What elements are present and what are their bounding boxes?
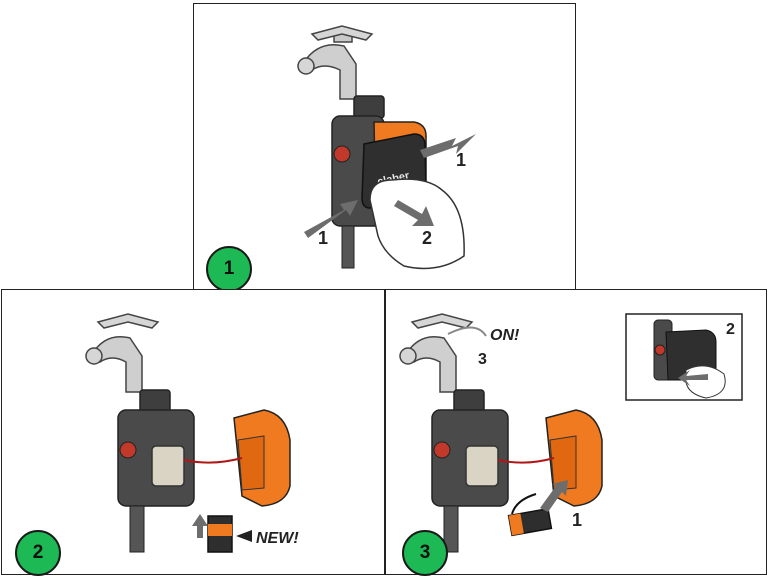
- callout-insert-battery: 1: [572, 510, 582, 530]
- panel-2-illustration: NEW!: [85, 313, 299, 553]
- callout-turn-on: 3: [478, 351, 487, 368]
- arrow-icon: [447, 326, 487, 337]
- callout-press-left: 1: [318, 228, 328, 248]
- arrow-icon: [192, 514, 208, 538]
- arrow-icon: [678, 370, 708, 386]
- timer-device-icon: [431, 409, 603, 553]
- callout-press-right: 1: [456, 150, 466, 170]
- step-panel-1: claber 1 1 2 1: [193, 3, 576, 292]
- step-panel-3: ON! 3 1 2 3: [385, 289, 767, 576]
- battery-icon: [507, 507, 553, 537]
- on-label: ON!: [490, 327, 520, 344]
- tap-icon: [399, 313, 485, 413]
- panel-1-illustration: claber 1 1 2: [297, 25, 476, 270]
- step-badge-1: 1: [206, 246, 252, 292]
- panel-3-illustration: ON! 3 1 2: [399, 313, 743, 553]
- step-panel-2: NEW! 2: [1, 289, 385, 576]
- tap-icon: [297, 25, 385, 119]
- callout-pull: 2: [422, 228, 432, 248]
- step-badge-3: 3: [402, 530, 448, 576]
- inset-close-cover: 2: [625, 313, 743, 401]
- no-water-sticker-icon: [119, 441, 137, 459]
- no-water-sticker-icon: [433, 441, 451, 459]
- tap-icon: [85, 313, 171, 413]
- step-badge-2: 2: [15, 530, 61, 576]
- arrow-icon: [540, 480, 568, 512]
- new-battery-label: NEW!: [256, 530, 299, 547]
- battery-icon: [207, 515, 233, 553]
- no-water-sticker-icon: [654, 344, 666, 356]
- hand-icon: [685, 365, 726, 399]
- arrow-icon: [236, 530, 252, 542]
- arrow-icon: [304, 134, 476, 238]
- timer-device-icon: [117, 409, 291, 553]
- callout-inset-step: 2: [726, 321, 735, 338]
